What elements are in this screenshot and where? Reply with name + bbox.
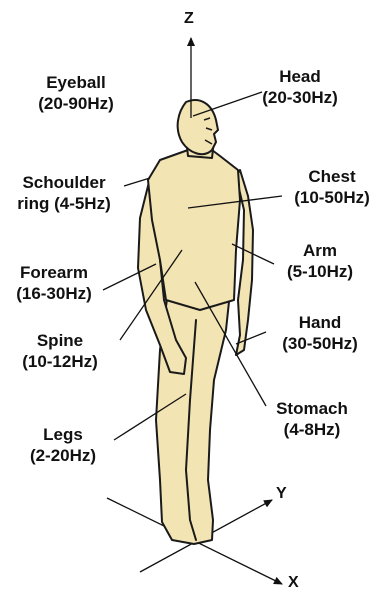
shoulder-ring-label: Schoulder ring (4-5Hz) [6,172,122,214]
arm-label: Arm (5-10Hz) [270,240,370,282]
head-label: Head (20-30Hz) [252,66,348,108]
chest-name: Chest [284,166,380,187]
shoulder-ring-freq: ring (4-5Hz) [6,193,122,214]
head-freq: (20-30Hz) [252,87,348,108]
hand-freq: (30-50Hz) [268,333,372,354]
legs-label: Legs (2-20Hz) [18,424,108,466]
eyeball-freq: (20-90Hz) [26,93,126,114]
spine-name: Spine [10,330,110,351]
forearm-name: Forearm [4,262,104,283]
spine-label: Spine (10-12Hz) [10,330,110,372]
forearm-freq: (16-30Hz) [4,283,104,304]
arm-freq: (5-10Hz) [270,261,370,282]
x-axis-label: X [288,574,299,592]
legs-freq: (2-20Hz) [18,445,108,466]
shoulder-ring-name: Schoulder [6,172,122,193]
chest-freq: (10-50Hz) [284,187,380,208]
eyeball-name: Eyeball [26,72,126,93]
stomach-freq: (4-8Hz) [262,419,362,440]
hand-label: Hand (30-50Hz) [268,312,372,354]
head-name: Head [252,66,348,87]
arm-name: Arm [270,240,370,261]
shoulder-leader [124,178,150,186]
hand-name: Hand [268,312,372,333]
eyeball-label: Eyeball (20-90Hz) [26,72,126,114]
stomach-name: Stomach [262,398,362,419]
forearm-label: Forearm (16-30Hz) [4,262,104,304]
stomach-label: Stomach (4-8Hz) [262,398,362,440]
legs-name: Legs [18,424,108,445]
z-axis-label: Z [184,10,194,28]
spine-freq: (10-12Hz) [10,351,110,372]
human-body-figure [138,100,253,544]
chest-label: Chest (10-50Hz) [284,166,380,208]
y-axis-label: Y [276,485,287,503]
head-shape [178,100,218,154]
